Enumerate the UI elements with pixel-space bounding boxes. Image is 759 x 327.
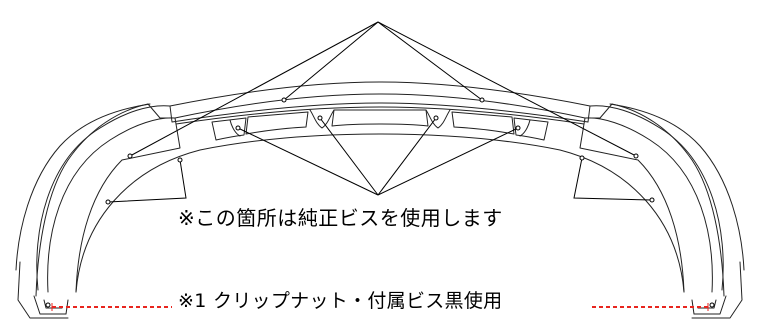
center-duct: [331, 109, 429, 127]
leader-center-4: [377, 127, 519, 196]
mount-point: [105, 199, 111, 205]
leader-center-1: [237, 127, 379, 196]
mount-point: [235, 125, 241, 131]
left-end-cap: [35, 103, 149, 297]
left-outer-duct: [211, 117, 247, 141]
left-lower-corner-inner: [43, 299, 63, 309]
leader-top-1: [129, 21, 379, 157]
right-side-panel: [579, 103, 685, 293]
left-duct: [245, 111, 309, 135]
leader-left-bracket: [107, 159, 187, 203]
leader-center-3: [377, 117, 437, 196]
leader-center-2: [319, 117, 379, 196]
spoiler-inner-contour-1: [47, 93, 713, 293]
leader-top-4: [377, 21, 637, 157]
mount-point: [579, 155, 585, 161]
clip-nut-note: ※1 クリップナット・付属ビス黒使用: [178, 290, 503, 312]
mount-point: [433, 115, 439, 121]
leader-top-2: [283, 21, 379, 101]
right-hook-bracket: [425, 109, 451, 129]
oem-screw-note: ※この箇所は純正ビスを使用します: [178, 206, 503, 230]
right-end-cap: [611, 103, 725, 297]
top-lip-band: [169, 102, 591, 123]
left-side-panel: [75, 103, 181, 293]
mount-point: [479, 97, 485, 103]
mount-point: [45, 302, 51, 308]
leader-right-bracket: [573, 157, 653, 201]
mount-point: [317, 115, 323, 121]
right-recess-line: [691, 261, 743, 319]
right-small-bracket: [519, 119, 531, 137]
left-lower-corner: [33, 295, 69, 315]
mount-point: [649, 197, 655, 203]
mount-point: [177, 157, 183, 163]
leader-top-3: [377, 21, 483, 101]
mount-point: [709, 302, 715, 308]
mount-point: [515, 125, 521, 131]
mount-point: [281, 97, 287, 103]
under-tray-curve: [75, 133, 685, 293]
left-lip-edge: [15, 103, 151, 271]
left-recess-line: [17, 261, 69, 319]
left-hook-bracket: [309, 109, 335, 129]
right-lip-edge: [609, 103, 745, 271]
spoiler-outer-outline: [36, 81, 724, 291]
right-outer-duct: [513, 117, 549, 141]
mount-point: [633, 153, 639, 159]
right-lower-corner: [691, 295, 727, 315]
left-small-bracket: [229, 119, 241, 137]
right-duct: [451, 111, 515, 135]
right-lower-corner-inner: [697, 299, 717, 309]
top-lip-band-inner: [175, 106, 585, 125]
mount-point: [127, 153, 133, 159]
